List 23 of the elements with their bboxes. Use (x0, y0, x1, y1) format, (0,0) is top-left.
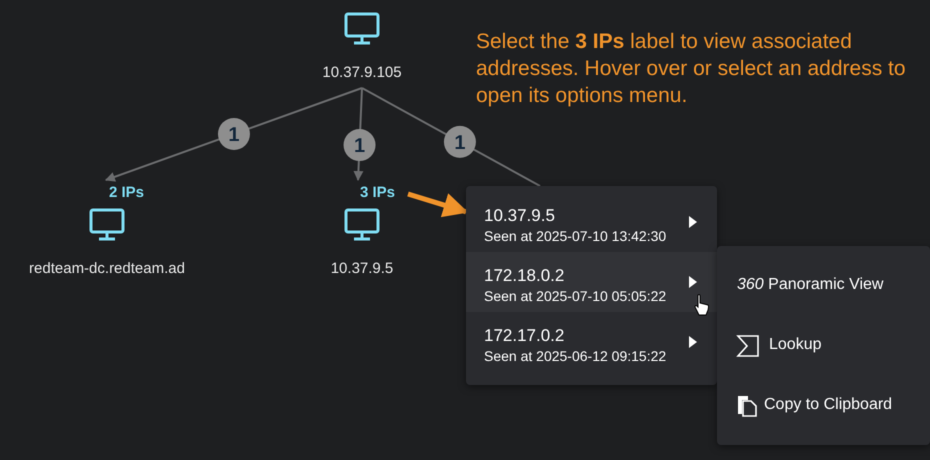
ip-count-link: 3 IPs (360, 184, 396, 201)
address-menu (466, 186, 717, 385)
edge-label: 1 (344, 129, 376, 162)
edge-label: 1 (444, 126, 476, 158)
host-name: redteam-dc.redteam.ad (28, 260, 186, 277)
options-menu (717, 246, 930, 445)
last-seen-time: Seen at 2025-07-10 13:42:30 (484, 228, 666, 244)
connector-arrow (104, 87, 362, 182)
ip-address: 10.37.9.5 (484, 206, 555, 226)
ip-address: 172.17.0.2 (484, 326, 564, 346)
menu-item-label: Copy to Clipboard (764, 396, 892, 414)
address-menu-item (466, 252, 717, 312)
last-seen-time: Seen at 2025-07-10 05:05:22 (484, 288, 666, 304)
last-seen-time: Seen at 2025-06-12 09:15:22 (484, 348, 666, 364)
instruction-note: Select the 3 IPs label to view associated addresses. Hover over or select an address to open its options menu. (476, 29, 907, 109)
host-name: 10.37.9.105 (321, 64, 403, 81)
ip-address: 172.18.0.2 (484, 266, 564, 286)
ip-count-link: 2 IPs (109, 184, 144, 201)
callout-arrow (407, 192, 468, 218)
menu-item-label: 360 Panoramic View (737, 276, 884, 294)
edge-label: 1 (218, 118, 250, 150)
menu-item-label: Lookup (769, 336, 822, 354)
host-name: 10.37.9.5 (330, 260, 394, 277)
